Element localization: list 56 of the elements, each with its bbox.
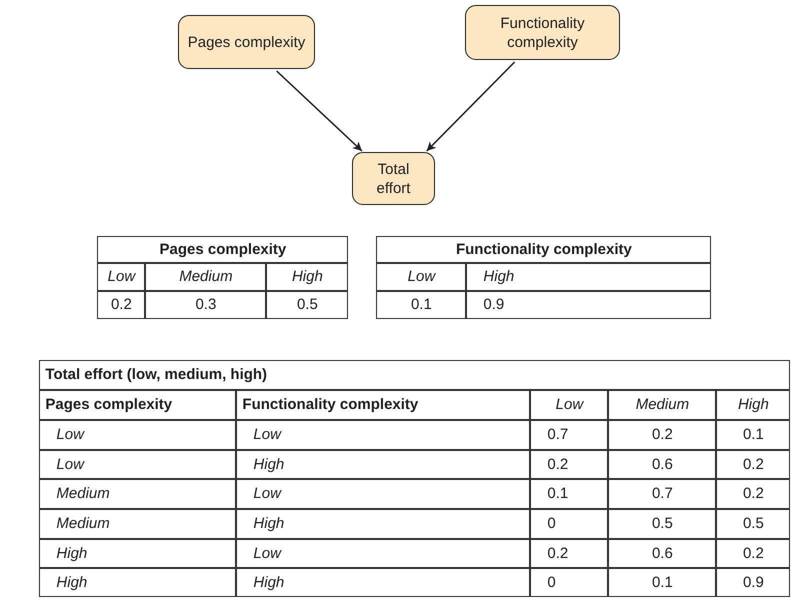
table-cell: 0.5 xyxy=(608,509,716,540)
table-cell: 0.2 xyxy=(97,291,146,320)
table-cell: 0.2 xyxy=(716,539,790,568)
node-box xyxy=(465,5,620,60)
node-label: Total effort xyxy=(376,160,412,198)
table-cell: Low xyxy=(236,420,530,450)
table-cell: 0.1 xyxy=(376,291,466,320)
table-cell: 0.5 xyxy=(266,291,348,320)
table-cell: Low xyxy=(39,450,236,480)
table-cell: High xyxy=(236,509,530,540)
table-cell: High xyxy=(39,568,236,598)
table-cell: Medium xyxy=(608,390,716,420)
table-cell: High xyxy=(236,568,530,598)
table-cell: High xyxy=(716,390,790,420)
table-cell: Functionality complexity xyxy=(236,390,530,420)
table-cell: 0.2 xyxy=(608,420,716,450)
table-cell: Low xyxy=(376,263,466,292)
table-cell: Low xyxy=(39,420,236,450)
node-label: Pages complexity xyxy=(188,32,306,52)
table-cell: High xyxy=(466,263,712,292)
node-box xyxy=(352,152,435,205)
table-cell: 0.5 xyxy=(716,509,790,540)
table-cell: 0.2 xyxy=(530,450,608,480)
table-cell: 0.1 xyxy=(716,420,790,450)
table-cell: Pages complexity xyxy=(39,390,236,420)
table-cell: 0.1 xyxy=(608,568,716,598)
table-cell: 0.1 xyxy=(530,479,608,510)
table-cell: 0.7 xyxy=(608,479,716,510)
table-cell: 0.3 xyxy=(145,291,266,320)
table-cell: Medium xyxy=(39,509,236,540)
table-cell: Pages complexity xyxy=(97,236,348,264)
arrow xyxy=(276,70,362,152)
table-cell: Low xyxy=(97,263,146,292)
table-cell: 0.2 xyxy=(716,479,790,510)
table-cell: 0.9 xyxy=(466,291,712,320)
table-cell: 0 xyxy=(530,509,608,540)
table-cell: 0.2 xyxy=(716,450,790,480)
table-cell: High xyxy=(39,539,236,568)
table-cell: Low xyxy=(236,479,530,510)
table-cell: Medium xyxy=(39,479,236,510)
table-cell: Functionality complexity xyxy=(376,236,712,264)
table-cell: 0.2 xyxy=(530,539,608,568)
table-cell: Medium xyxy=(145,263,266,292)
table-cell: 0.7 xyxy=(530,420,608,450)
table-cell: Total effort (low, medium, high) xyxy=(39,360,790,390)
table-cell: Low xyxy=(530,390,608,420)
table-cell: High xyxy=(266,263,348,292)
table-cell: 0.9 xyxy=(716,568,790,598)
table-cell: 0 xyxy=(530,568,608,598)
table-cell: High xyxy=(236,450,530,480)
table-cell: Low xyxy=(236,539,530,568)
table-cell: 0.6 xyxy=(608,450,716,480)
node-label: Functionality complexity xyxy=(499,14,586,52)
node-box xyxy=(178,15,315,69)
table-cell: 0.6 xyxy=(608,539,716,568)
arrow xyxy=(426,61,516,152)
